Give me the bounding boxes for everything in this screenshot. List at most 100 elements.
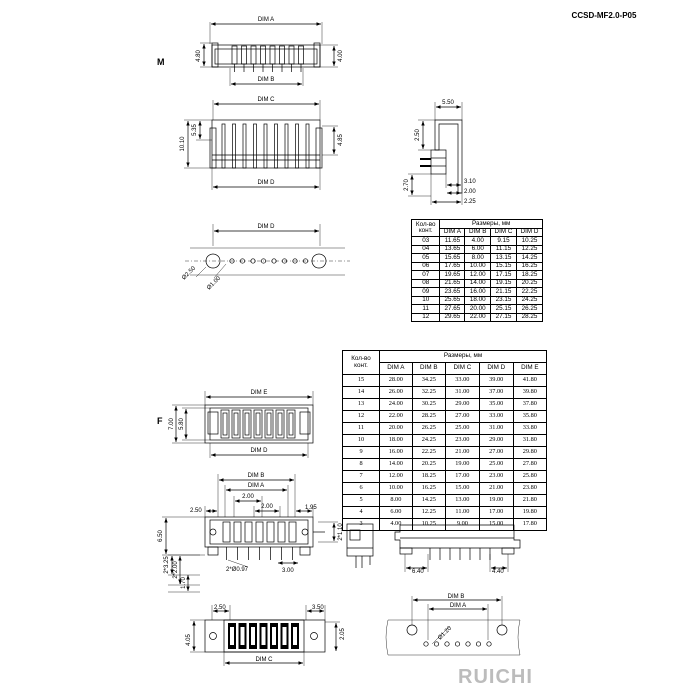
pcb-hole (302, 258, 309, 264)
m-height-535: 5.35 (192, 124, 198, 136)
table-cell: 25.15 (489, 304, 517, 314)
table-cell: 10.25 (515, 236, 544, 246)
table-cell: 27.65 (439, 304, 466, 314)
f-bottom-205: 2.05 (340, 628, 346, 640)
table-cell: 6.00 (379, 506, 413, 519)
table-cell: 9.15 (489, 236, 517, 246)
table-cell: 26.25 (515, 304, 544, 314)
contact-slot (242, 409, 252, 439)
table-cell: 04 (410, 244, 441, 254)
table-cell: 12.25 (411, 506, 446, 519)
dim-d-label-f: DIM D (251, 448, 269, 454)
table-cell: 10.00 (379, 482, 413, 495)
table-cell: 23.00 (478, 470, 514, 483)
table-cell: 20.25 (515, 278, 544, 288)
table-cell: 20.00 (464, 304, 491, 314)
table-cell: 29.00 (444, 398, 480, 411)
table-m-col-header: DIM C (489, 227, 517, 237)
table-cell: 19.00 (444, 458, 480, 471)
side-height-250: 2.50 (415, 129, 421, 141)
pcb-hole (423, 641, 429, 647)
table-m-col-header: DIM B (464, 227, 491, 237)
table-cell: 32.25 (411, 386, 446, 399)
f-bottom-350: 3.50 (312, 605, 324, 611)
dim-b-label-m: DIM B (258, 77, 275, 83)
table-cell: 24.25 (515, 295, 544, 305)
table-cell: 27.00 (444, 410, 480, 423)
m-hole-250: Ø2.50 (181, 265, 197, 281)
table-cell: 19.80 (512, 506, 548, 519)
table-cell: 37.00 (478, 386, 514, 399)
table-cell: 23.00 (444, 434, 480, 447)
table-cell: 23.80 (512, 482, 548, 495)
contact-gap (272, 627, 276, 645)
table-cell: 20.00 (379, 422, 413, 435)
table-cell: 14.25 (411, 494, 446, 507)
contact-slot (255, 521, 264, 543)
dim-a-label-f-pcb: DIM A (450, 603, 466, 609)
table-cell: 5 (341, 494, 381, 507)
table-cell: 13.15 (489, 253, 517, 263)
pcb-hole (444, 641, 450, 647)
contact-slot (275, 409, 285, 439)
table-cell: 16.00 (464, 287, 491, 297)
table-cell: 22.25 (515, 287, 544, 297)
table-cell: 33.80 (512, 422, 548, 435)
table-cell: 31.00 (478, 422, 514, 435)
table-cell: 08 (410, 278, 441, 288)
section-f-label: F (157, 416, 163, 426)
table-cell: 21.00 (444, 446, 480, 459)
contact-slot (266, 521, 275, 543)
table-cell: 11 (341, 422, 381, 435)
pcb-hole (465, 641, 471, 647)
pcb-hole (239, 258, 246, 264)
table-cell: 16.00 (379, 446, 413, 459)
contact-slot (231, 409, 241, 439)
table-cell: 7 (341, 470, 381, 483)
contact-gap (293, 627, 297, 645)
table-cell: 17.00 (478, 506, 514, 519)
table-m-col-header: DIM A (439, 227, 466, 237)
table-cell: 24.00 (379, 398, 413, 411)
m-height-485: 4.85 (338, 134, 344, 146)
table-cell: 13.65 (439, 244, 466, 254)
table-cell: 19.15 (489, 278, 517, 288)
pin (232, 123, 236, 169)
f-height-700: 7.00 (169, 418, 175, 430)
brand-logo: RUICHI (458, 666, 533, 688)
table-cell: 8 (341, 458, 381, 471)
table-cell: 07 (410, 270, 441, 280)
pcb-hole (486, 641, 492, 647)
f-dim-2x097: 2*Ø0.97 (226, 567, 249, 573)
contact-slot (277, 521, 286, 543)
f-front-view: DIM B DIM A 2.00 2.00 2.50 1.95 6.50 (158, 473, 344, 593)
table-cell: 6 (341, 482, 381, 495)
table-cell: 12 (341, 410, 381, 423)
contact-slot (244, 521, 253, 543)
table-cell: 19.65 (439, 270, 466, 280)
table-cell: 41.80 (512, 374, 548, 387)
table-cell: 33.00 (444, 374, 480, 387)
side-width-310: 3.10 (464, 179, 476, 185)
contact-spring (244, 412, 250, 436)
table-f-col-header: DIM D (478, 362, 514, 375)
f-bottom-405: 4.05 (186, 634, 192, 646)
f-top-view: DIM E DIM D 7.00 5.80 (169, 390, 314, 458)
table-cell: 20.25 (411, 458, 446, 471)
f-dim-2x110: 2*1.10 (338, 523, 344, 541)
table-cell: 18.25 (515, 270, 544, 280)
f-pitch-200a: 2.00 (242, 494, 254, 500)
contact-gap (240, 627, 245, 645)
table-cell: 18.00 (464, 295, 491, 305)
